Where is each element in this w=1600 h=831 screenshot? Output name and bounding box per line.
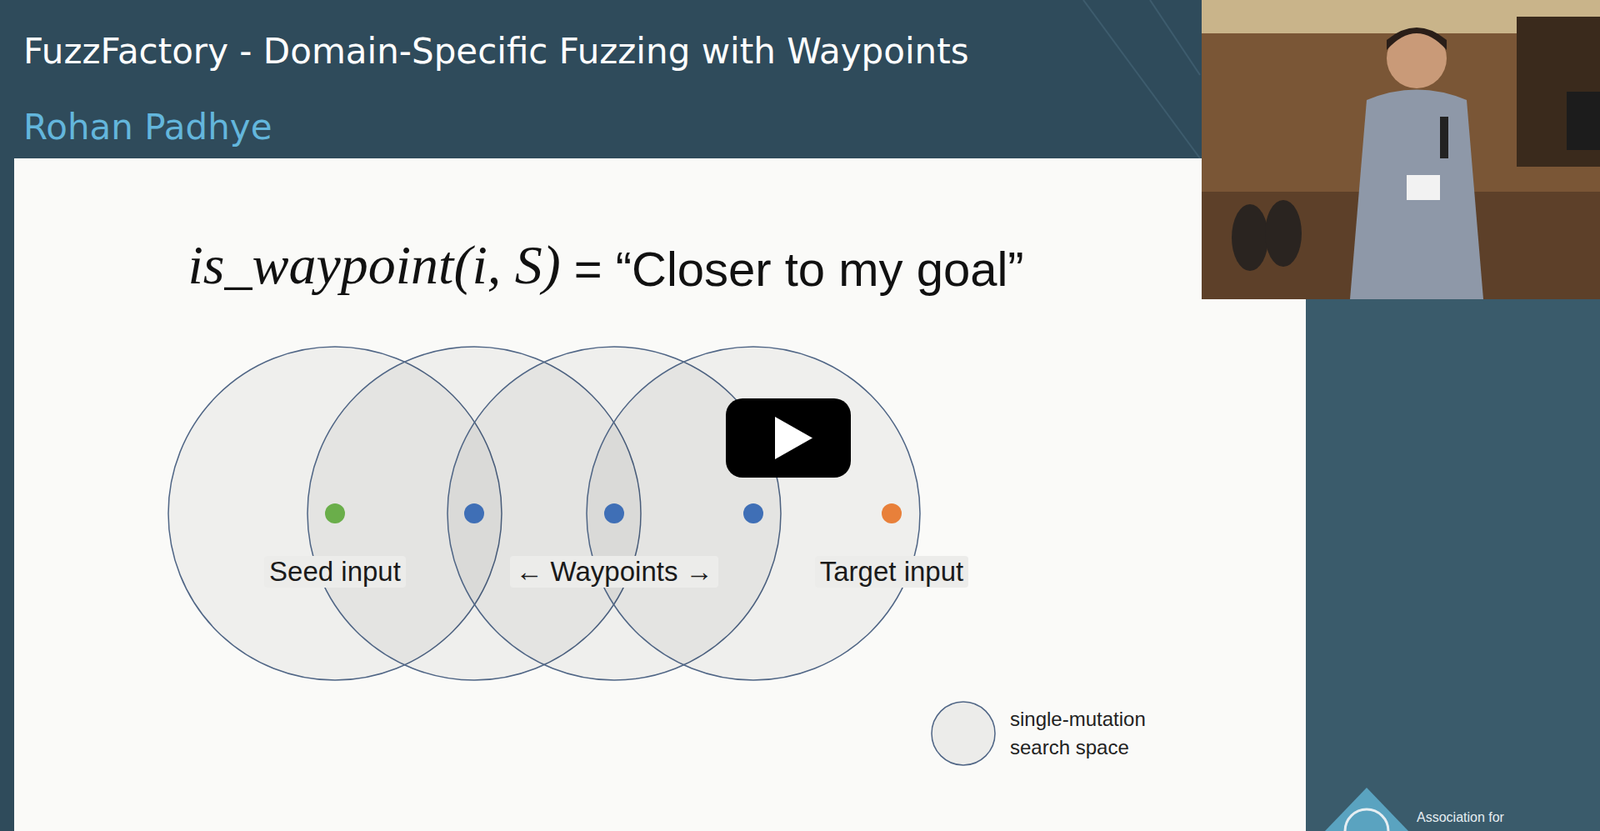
slide-area — [14, 158, 1306, 831]
legend-swatch — [931, 701, 995, 765]
diagram-label: Target input — [815, 555, 969, 588]
legend-text: single-mutation search space — [1010, 705, 1177, 761]
acm-logo — [1325, 787, 1409, 831]
video-chair — [1265, 200, 1302, 267]
slide-heading: is_waypoint(i, S) — [187, 233, 560, 297]
play-button-body — [725, 398, 851, 478]
waypoint-dot — [464, 503, 485, 524]
author-name: Rohan Padhye — [23, 106, 272, 148]
speaker-hair — [1386, 27, 1447, 50]
speaker-microphone — [1440, 116, 1449, 159]
logo-ring — [1345, 809, 1389, 831]
video-curtain — [1516, 16, 1600, 167]
video-chair — [1231, 204, 1269, 271]
search-space-circle — [586, 346, 920, 680]
slide-heading: = “Closer to my goal” — [574, 240, 1025, 297]
seed-dot — [325, 503, 345, 524]
speaker-video — [1201, 0, 1600, 300]
video-title: FuzzFactory - Domain-Specific Fuzzing wi… — [23, 30, 970, 72]
search-space-circles — [168, 346, 920, 680]
waypoint-dot — [604, 503, 625, 524]
target-dot — [881, 503, 902, 524]
speaker-shirt — [1350, 90, 1484, 300]
diagram-label: Seed input — [264, 555, 406, 588]
video-speaker-box — [1566, 91, 1600, 150]
video-room — [1201, 0, 1600, 300]
side-panel — [1305, 299, 1600, 831]
diagram-label: ← Waypoints → — [510, 555, 718, 588]
play-icon — [775, 416, 813, 460]
waypoint-dot — [743, 503, 764, 524]
logo-text: Association for — [1416, 810, 1505, 825]
speaker-badge — [1406, 175, 1440, 200]
speaker-head — [1386, 28, 1447, 89]
background-streaks — [1083, 0, 1200, 159]
play-button — [725, 398, 851, 478]
